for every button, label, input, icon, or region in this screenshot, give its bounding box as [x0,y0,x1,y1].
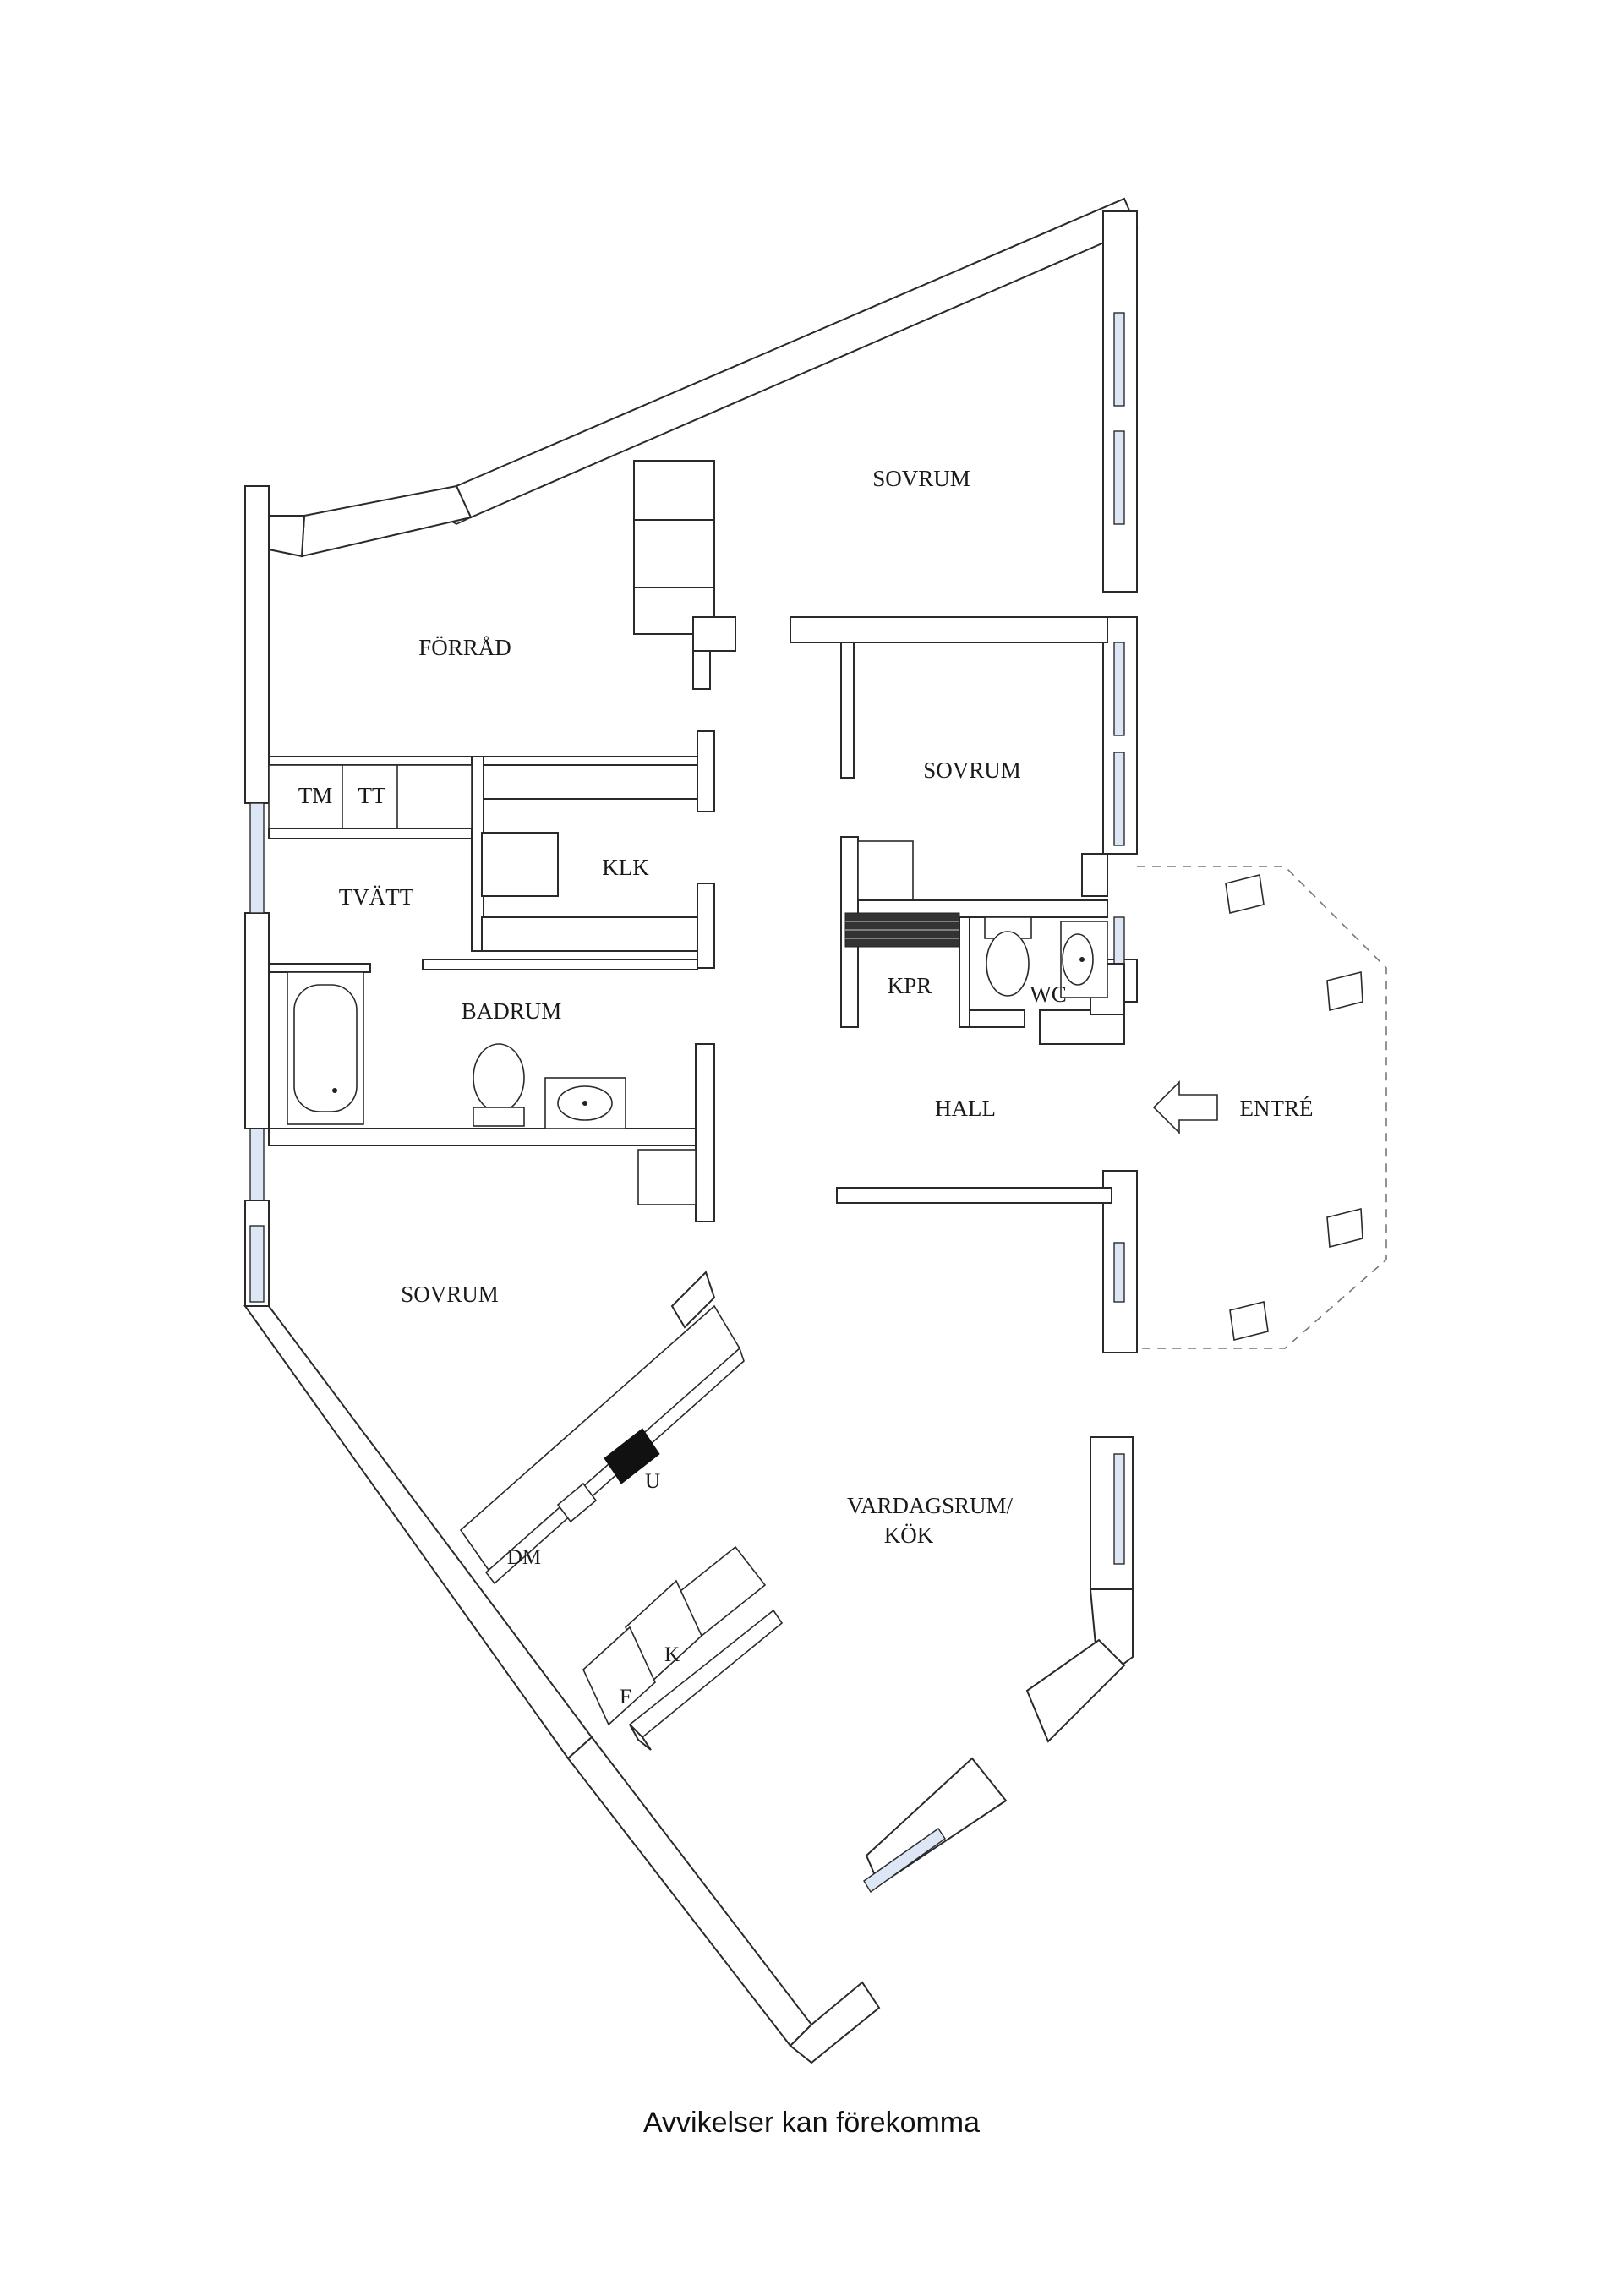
room-label-vardagsrum-line2: KÖK [884,1522,934,1548]
stove-icon [604,1428,660,1484]
room-label-klk: KLK [602,855,649,880]
room-label-kpr: KPR [888,973,932,998]
shelf-rack-icon [844,912,960,948]
room-label-entre: ENTRÉ [1240,1096,1314,1121]
room-label-sovrum-mid: SOVRUM [923,757,1021,783]
bathtub-icon [287,971,364,1125]
windows [249,312,1125,1894]
room-label-forrad: FÖRRÅD [418,635,511,660]
planter-icon [1225,874,1363,1341]
outer-walls [243,197,1139,2064]
interior-walls [268,460,1125,1751]
room-label-tm: TM [298,783,333,808]
room-label-badrum: BADRUM [462,998,562,1024]
room-label-wc: WC [1030,981,1067,1007]
room-label-hall: HALL [935,1096,996,1121]
room-labels: FÖRRÅD SOVRUM SOVRUM SOVRUM TM TT TVÄTT … [298,466,1314,1708]
room-label-tt: TT [358,783,386,808]
room-label-sovrum-left: SOVRUM [401,1282,499,1307]
room-label-u: U [645,1470,660,1493]
room-label-sovrum-top: SOVRUM [872,466,970,491]
wc-toilet-icon [984,916,1032,997]
toilet-icon [473,1043,525,1127]
fixtures [287,912,1218,1523]
entrance-arrow-icon [1152,1080,1218,1134]
kitchen-sink-icon [556,1482,598,1523]
room-label-vardagsrum-line1: VARDAGSRUM/ [847,1493,1014,1518]
room-label-f: F [620,1686,631,1708]
room-label-k: K [664,1643,680,1666]
disclaimer-caption: Avvikelser kan förekomma [642,2107,981,2139]
entrance-landing [1137,866,1387,1349]
sink-icon [544,1077,626,1129]
wc-sink-icon [1060,921,1108,998]
room-label-tvatt: TVÄTT [339,884,414,910]
room-label-dm: DM [507,1546,541,1569]
